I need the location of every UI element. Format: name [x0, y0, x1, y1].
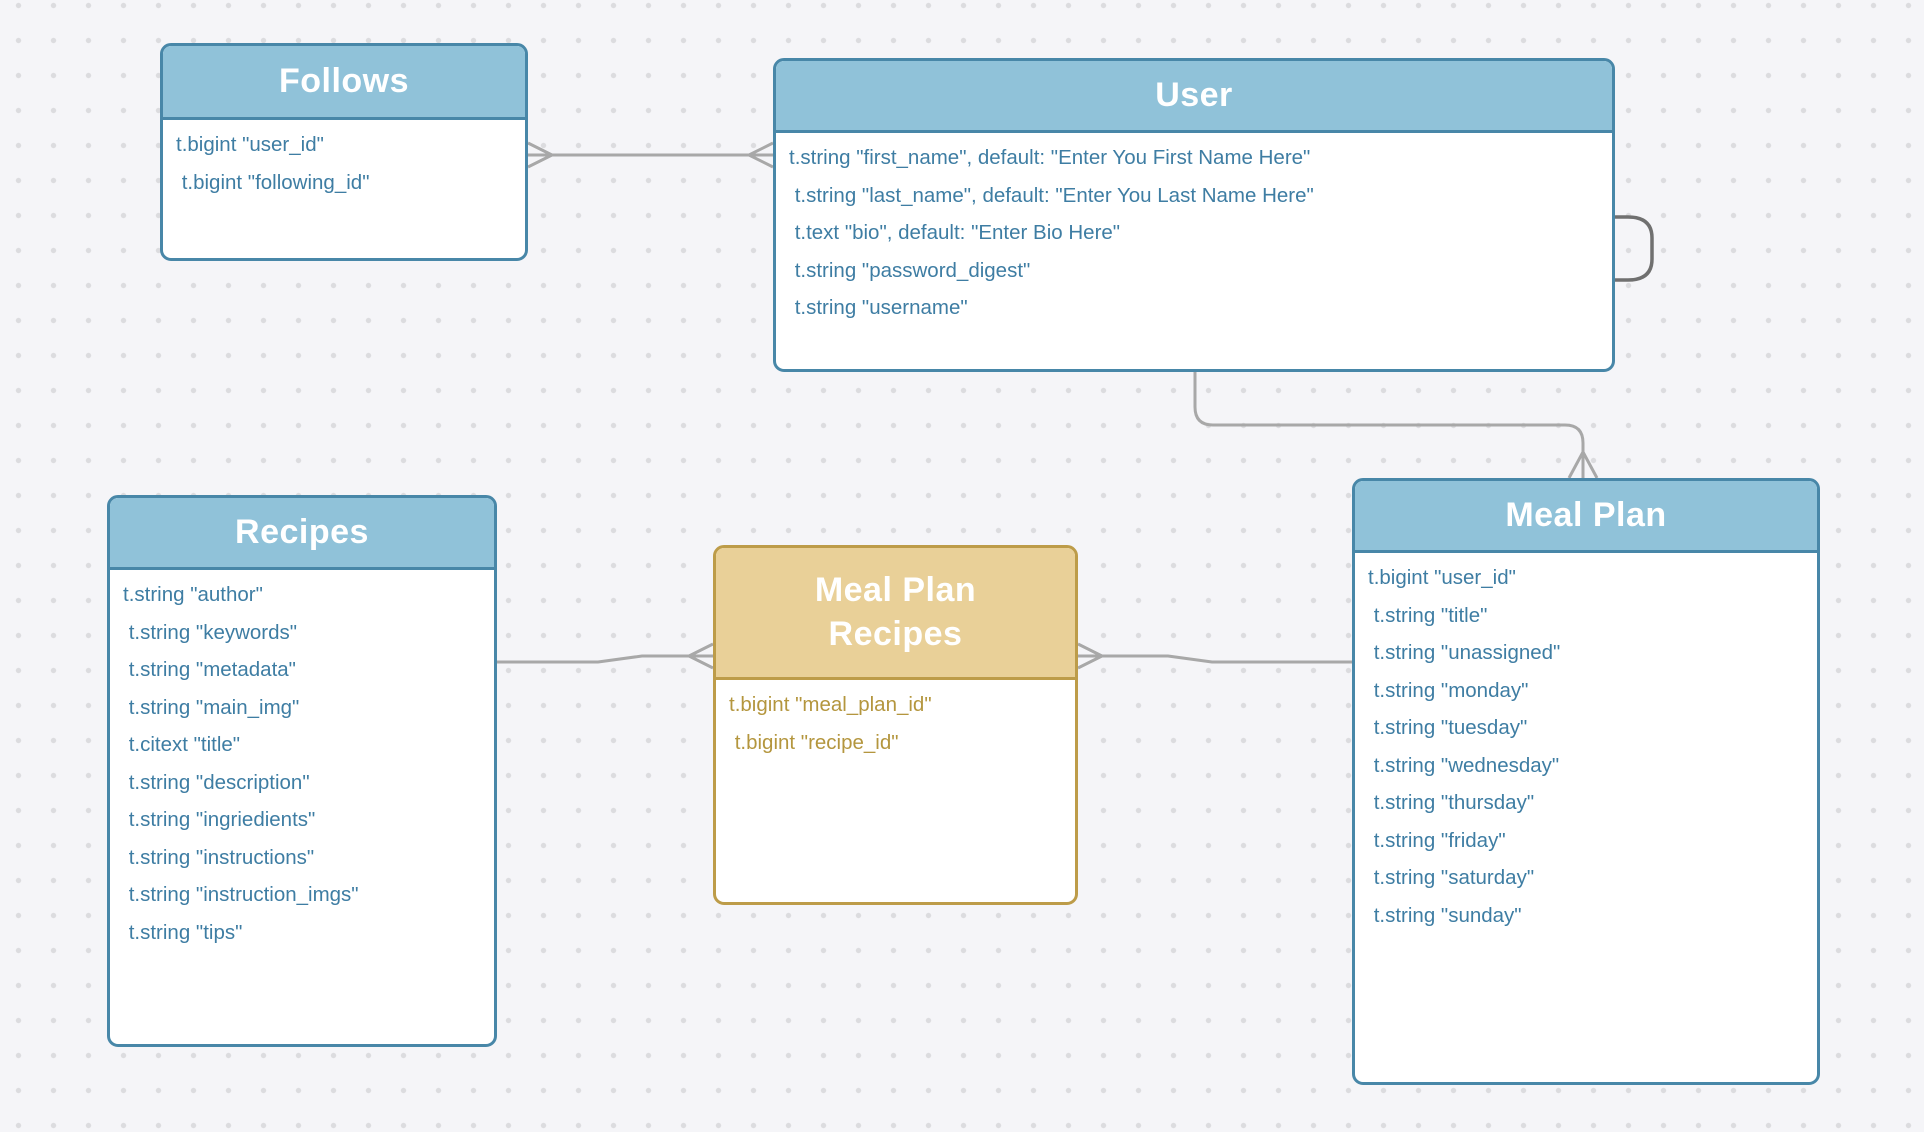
crowfoot-meal-plan-top	[1567, 451, 1599, 479]
field-row: t.string "friday"	[1368, 828, 1506, 852]
connector-recipes-mpr	[497, 654, 713, 664]
connector-mpr-meal-plan	[1078, 654, 1352, 664]
table-meal-plan-header: Meal Plan	[1355, 481, 1817, 553]
field-row: t.string "sunday"	[1368, 903, 1522, 927]
field-row: t.string "monday"	[1368, 678, 1529, 702]
table-meal-plan[interactable]: Meal Plan t.bigint "user_id" t.string "t…	[1352, 478, 1820, 1085]
table-recipes-title: Recipes	[235, 512, 369, 551]
field-row: t.string "author"	[123, 583, 263, 606]
table-meal-plan-recipes[interactable]: Meal Plan Recipes t.bigint "meal_plan_id…	[713, 545, 1078, 905]
table-user-fields: t.string "first_name", default: "Enter Y…	[776, 133, 1612, 327]
table-user-title: User	[1155, 75, 1233, 114]
table-follows-fields: t.bigint "user_id" t.bigint "following_i…	[163, 120, 525, 201]
field-row: t.string "saturday"	[1368, 866, 1535, 889]
field-row: t.string "keywords"	[123, 620, 298, 644]
crowfoot-follows-end	[527, 141, 553, 169]
field-row: t.string "first_name", default: "Enter Y…	[789, 146, 1311, 169]
connector-user-meal-plan	[1193, 372, 1585, 478]
field-row: t.string "username"	[789, 296, 968, 319]
table-follows-header: Follows	[163, 46, 525, 120]
table-recipes-fields: t.string "author" t.string "keywords" t.…	[110, 570, 494, 951]
table-recipes[interactable]: Recipes t.string "author" t.string "keyw…	[107, 495, 497, 1047]
field-row: t.string "description"	[123, 770, 310, 794]
field-row: t.citext "title"	[123, 733, 241, 756]
field-row: t.string "tuesday"	[1368, 716, 1528, 739]
field-row: t.bigint "user_id"	[176, 133, 324, 156]
table-meal-plan-fields: t.bigint "user_id" t.string "title" t.st…	[1355, 553, 1817, 934]
field-row: t.string "instruction_imgs"	[123, 883, 359, 906]
table-follows-title: Follows	[278, 61, 410, 100]
connector-user-self-loop	[1615, 215, 1654, 282]
field-row: t.bigint "following_id"	[176, 170, 370, 194]
crowfoot-mpr-left	[688, 642, 714, 670]
field-row: t.string "thursday"	[1368, 791, 1535, 814]
table-meal-plan-recipes-fields: t.bigint "meal_plan_id" t.bigint "recipe…	[716, 680, 1075, 761]
table-meal-plan-title: Meal Plan	[1505, 495, 1667, 534]
field-row: t.string "title"	[1368, 603, 1488, 627]
field-row: t.text "bio", default: "Enter Bio Here"	[789, 221, 1121, 244]
field-row: t.string "tips"	[123, 920, 243, 944]
field-row: t.bigint "user_id"	[1368, 566, 1516, 589]
field-row: t.string "metadata"	[123, 658, 296, 681]
table-user-header: User	[776, 61, 1612, 133]
field-row: t.string "instructions"	[123, 845, 315, 869]
table-follows[interactable]: Follows t.bigint "user_id" t.bigint "fol…	[160, 43, 528, 261]
table-meal-plan-recipes-title: Meal Plan Recipes	[814, 570, 977, 653]
field-row: t.string "ingriedients"	[123, 808, 316, 831]
field-row: t.string "last_name", default: "Enter Yo…	[789, 183, 1314, 207]
field-row: t.string "password_digest"	[789, 258, 1031, 282]
field-row: t.string "main_img"	[123, 695, 300, 719]
crowfoot-user-end	[748, 141, 774, 169]
field-row: t.string "unassigned"	[1368, 641, 1561, 664]
field-row: t.bigint "meal_plan_id"	[729, 693, 932, 716]
field-row: t.bigint "recipe_id"	[729, 730, 899, 754]
crowfoot-mpr-right	[1077, 642, 1103, 670]
table-meal-plan-recipes-header: Meal Plan Recipes	[716, 548, 1075, 680]
table-user[interactable]: User t.string "first_name", default: "En…	[773, 58, 1615, 372]
field-row: t.string "wednesday"	[1368, 753, 1560, 777]
table-recipes-header: Recipes	[110, 498, 494, 570]
